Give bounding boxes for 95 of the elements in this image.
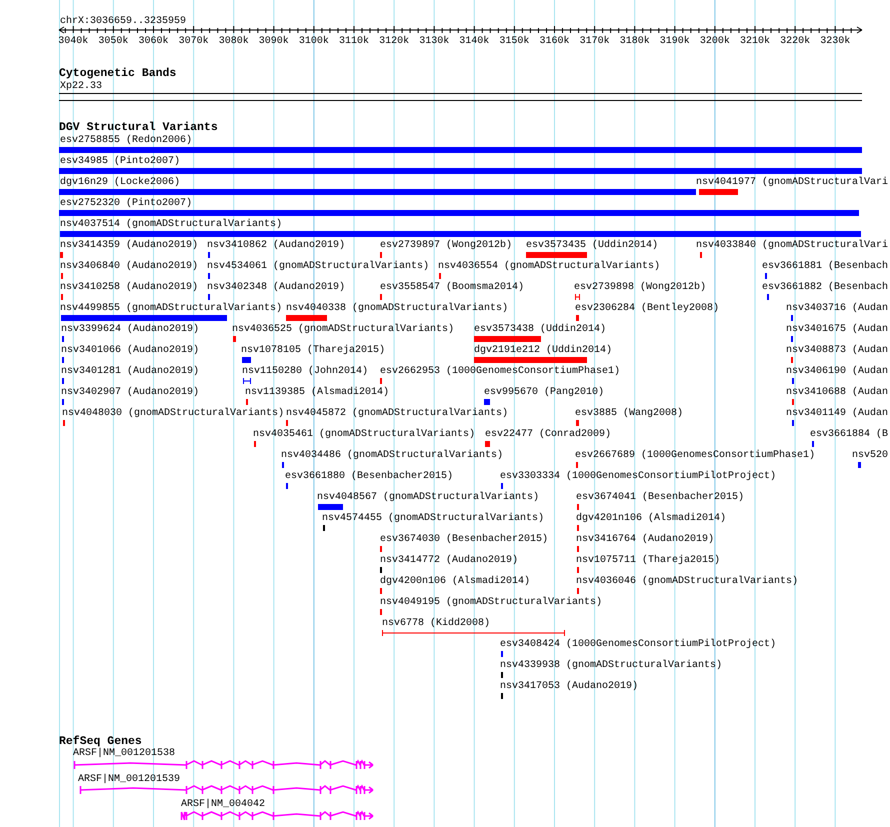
variant-label: esv2306284 (Bentley2008): [575, 302, 720, 314]
variant-label: esv3573435 (Uddin2014): [526, 240, 658, 250]
variant-label: esv2752320 (Pinto2007): [60, 198, 192, 208]
variant-label: nsv3406840 (Audano2019): [60, 260, 198, 272]
variant-label: dgv4201n106 (Alsmadi2014): [576, 512, 726, 524]
variant-label: nsv3403716 (Audan: [786, 302, 888, 314]
variant-label: esv2739897 (Wong2012b): [380, 240, 512, 250]
variant-label: esv2739898 (Wong2012b): [574, 282, 706, 292]
scale-tick-label: 3050k: [98, 36, 128, 46]
variant-label: nsv3401675 (Audan: [786, 324, 888, 334]
variant-label: nsv4036046 (gnomADStructuralVariants): [576, 576, 798, 586]
scale-tick-label: 3120k: [379, 36, 410, 46]
variant-label: nsv3401149 (Audan: [786, 408, 888, 418]
scale-tick-label: 3110k: [339, 36, 370, 46]
variant-label: nsv4036525 (gnomADStructuralVariants): [232, 324, 454, 334]
variant-label: nsv4339938 (gnomADStructuralVariants): [500, 660, 722, 670]
variant-label: nsv1075711 (Thareja2015): [576, 554, 720, 566]
variant-label: nsv4034486 (gnomADStructuralVariants): [281, 450, 504, 460]
variant-label: nsv3408873 (Audan: [786, 344, 888, 356]
variant-label: esv2662953 (1000GenomesConsortiumPhase1): [380, 366, 620, 376]
variant-label: esv3661880 (Besenbacher2015): [285, 470, 454, 482]
variant-label: esv2667689 (1000GenomesConsortiumPhase1): [575, 450, 816, 460]
scale-tick-label: 3230k: [820, 36, 850, 46]
variant-label: nsv4534061 (gnomADStructuralVariants): [207, 260, 430, 272]
variant-label: nsv4041977 (gnomADStructuralVari: [696, 176, 888, 188]
scale-tick-label: 3180k: [620, 36, 650, 46]
variant-label: dgv4200n106 (Alsmadi2014): [380, 576, 530, 586]
variant-label: esv3558547 (Boomsma2014): [380, 282, 524, 292]
variant-label: esv3303334 (1000GenomesConsortiumPilotProject): [500, 470, 776, 482]
scale-tick-label: 3150k: [499, 36, 530, 46]
track-title: Cytogenetic Bands: [59, 68, 176, 80]
variant-label: nsv3406190 (Audan: [786, 366, 888, 376]
gene-label: ARSF|NM_001201538: [73, 748, 176, 758]
variant-label: nsv4037514 (gnomADStructuralVariants): [60, 218, 282, 230]
scale-tick-label: 3090k: [258, 36, 289, 46]
variant-label: esv3661882 (Besenbach: [762, 282, 888, 292]
variant-label: nsv520: [852, 450, 888, 460]
variant-label: nsv4045872 (gnomADStructuralVariants): [286, 408, 508, 418]
gene-label: ARSF|NM_004042: [181, 798, 266, 810]
scale-tick-label: 3220k: [780, 36, 810, 46]
gene-label: ARSF|NM_001201539: [78, 774, 180, 784]
variant-label: esv3674041 (Besenbacher2015): [576, 492, 744, 502]
variant-label: nsv4048030 (gnomADStructuralVariants): [62, 408, 284, 418]
band-label: Xp22.33: [60, 80, 102, 92]
variant-label: nsv4048567 (gnomADStructuralVariants): [317, 492, 540, 502]
scale-tick-label: 3070k: [178, 36, 209, 46]
region-title: chrX:3036659..3235959: [60, 16, 186, 26]
variant-label: nsv4049195 (gnomADStructuralVariants): [380, 596, 602, 608]
scale-tick-label: 3170k: [580, 36, 610, 46]
variant-label: dgv2191e212 (Uddin2014): [474, 344, 612, 356]
scale-tick-label: 3210k: [740, 36, 770, 46]
variant-label: nsv4033840 (gnomADStructuralVari: [696, 240, 888, 250]
scale-tick-label: 3130k: [419, 36, 450, 46]
variant-label: esv995670 (Pang2010): [484, 386, 604, 398]
variant-label: esv3573438 (Uddin2014): [474, 324, 606, 334]
scale-tick-label: 3040k: [58, 36, 88, 46]
variant-label: nsv3410688 (Audan: [786, 386, 888, 398]
scale-tick-label: 3200k: [700, 36, 730, 46]
variant-label: esv3661881 (Besenbach: [762, 260, 888, 272]
variant-label: nsv3410258 (Audano2019): [60, 282, 198, 292]
variant-label: nsv3402348 (Audano2019): [207, 282, 346, 292]
variant-label: nsv3401281 (Audano2019): [61, 366, 200, 376]
variant-label: nsv3399624 (Audano2019): [61, 324, 200, 334]
variant-label: esv3661884 (B: [810, 428, 888, 440]
track-title: RefSeq Genes: [59, 736, 142, 748]
variant-label: nsv1139385 (Alsmadi2014): [245, 386, 390, 398]
variant-label: esv3885 (Wang2008): [575, 408, 684, 418]
variant-label: nsv4035461 (gnomADStructuralVariants): [253, 428, 476, 440]
scale-tick-label: 3160k: [540, 36, 570, 46]
variant-label: nsv4574455 (gnomADStructuralVariants): [322, 512, 544, 524]
track-title: DGV Structural Variants: [59, 122, 218, 134]
variant-label: esv3408424 (1000GenomesConsortiumPilotProject): [500, 638, 776, 650]
scale-tick-label: 3140k: [459, 36, 490, 46]
scale-tick-label: 3190k: [660, 36, 690, 46]
variant-label: esv22477 (Conrad2009): [485, 428, 612, 440]
variant-label: nsv3410862 (Audano2019): [207, 240, 346, 250]
variant-label: nsv4040338 (gnomADStructuralVariants): [286, 302, 508, 314]
variant-label: nsv1078105 (Thareja2015): [241, 344, 386, 356]
variant-label: nsv1150280 (John2014): [242, 366, 368, 376]
variant-label: nsv4499855 (gnomADStructuralVariants): [60, 302, 282, 314]
variant-label: nsv3414772 (Audano2019): [380, 554, 518, 566]
scale-tick-label: 3080k: [218, 36, 249, 46]
variant-label: nsv3416764 (Audano2019): [576, 534, 714, 544]
variant-label: esv3674030 (Besenbacher2015): [380, 534, 548, 544]
scale-tick-label: 3100k: [298, 36, 329, 46]
variant-label: nsv3417053 (Audano2019): [500, 680, 638, 692]
variant-label: esv34985 (Pinto2007): [60, 156, 180, 166]
variant-label: nsv4036554 (gnomADStructuralVariants): [438, 260, 660, 272]
variant-label: esv2758855 (Redon2006): [60, 134, 192, 146]
variant-label: nsv3401066 (Audano2019): [61, 344, 200, 356]
scale-tick-label: 3060k: [138, 36, 169, 46]
variant-label: nsv3414359 (Audano2019): [60, 240, 198, 250]
variant-label: nsv6778 (Kidd2008): [382, 618, 490, 628]
variant-label: nsv3402907 (Audano2019): [61, 386, 200, 398]
variant-label: dgv16n29 (Locke2006): [60, 176, 180, 188]
